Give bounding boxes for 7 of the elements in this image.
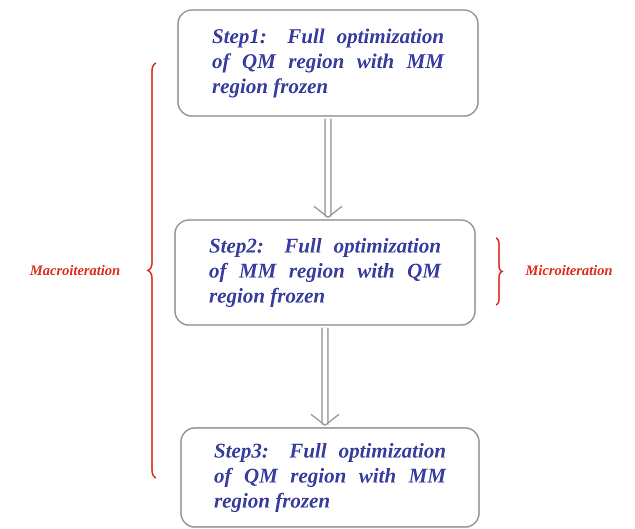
process-box: Step2: Full optimization of MM region with QM region frozen — [174, 219, 476, 326]
double-arrow — [314, 118, 342, 218]
process-box: Step3: Full optimization of QM region with MM region frozen — [180, 427, 480, 528]
brace-label: Macroiteration — [30, 264, 120, 276]
double-arrow — [310, 328, 340, 426]
brace-label: Microiteration — [525, 264, 612, 276]
process-box: Step1: Full optimization of QM region with MM region frozen — [177, 9, 479, 117]
